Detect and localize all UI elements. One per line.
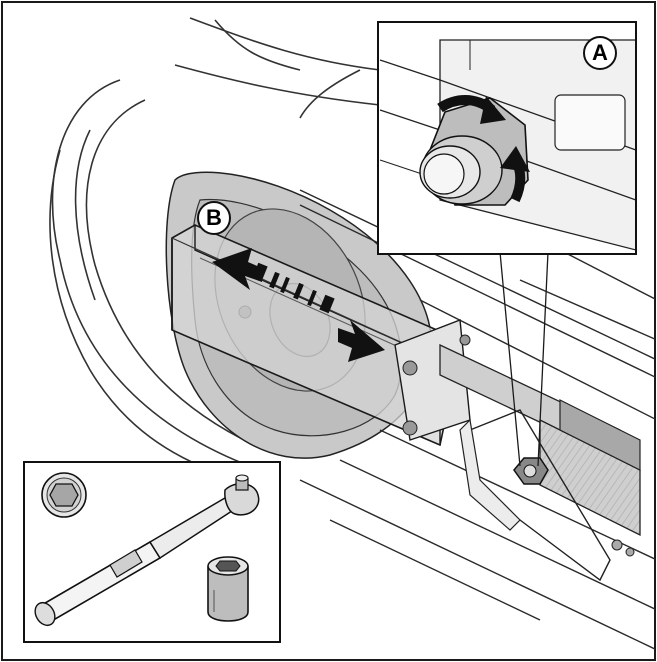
rail-lines bbox=[299, 189, 655, 650]
housing-outline bbox=[49, 17, 381, 471]
hex-bolt-icon bbox=[41, 472, 87, 518]
adjuster-rod bbox=[439, 343, 641, 582]
callout-b-label: B bbox=[206, 205, 222, 230]
callout-b bbox=[197, 201, 231, 235]
adjustment-nut bbox=[513, 457, 549, 485]
curved-arrow-icon bbox=[437, 95, 530, 203]
inset-a bbox=[377, 21, 637, 255]
callout-a bbox=[583, 36, 617, 70]
leader-lines-a bbox=[499, 251, 549, 467]
edge-bolts bbox=[611, 539, 635, 557]
main-illustration bbox=[49, 17, 655, 650]
socket-icon bbox=[207, 556, 249, 622]
ratchet-icon bbox=[34, 474, 260, 627]
inset-tools bbox=[23, 461, 281, 643]
double-arrow-icon bbox=[212, 248, 385, 362]
callout-a-label: A bbox=[592, 40, 608, 65]
